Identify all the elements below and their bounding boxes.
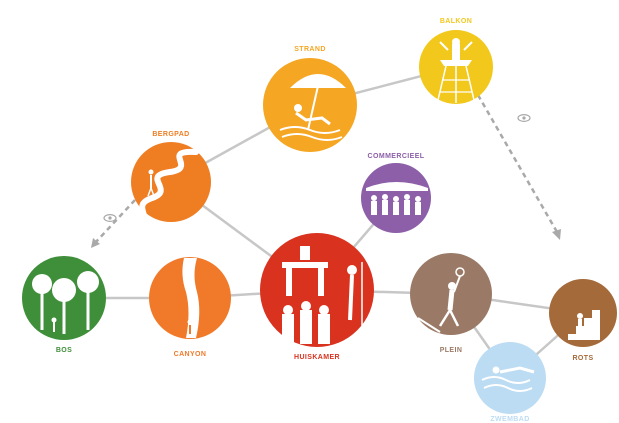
node-strand[interactable]: STRAND (263, 46, 357, 152)
node-label-zwembad: ZWEMBAD (490, 416, 529, 423)
node-label-bos: BOS (56, 347, 72, 354)
view-link-bergpad-bos (91, 199, 136, 248)
beach-umbrella-icon (279, 74, 346, 141)
node-rots[interactable]: ROTS (549, 279, 617, 362)
node-commercieel[interactable]: COMMERCIEEL (361, 153, 431, 233)
node-label-commercieel: COMMERCIEEL (368, 153, 425, 160)
shopping-crowd-icon (366, 182, 428, 215)
node-label-rots: ROTS (572, 355, 593, 362)
node-label-huiskamer: HUISKAMER (294, 354, 340, 361)
node-canyon[interactable]: CANYON (149, 257, 231, 358)
node-balkon[interactable]: BALKON (419, 18, 493, 104)
mountain-path-icon (139, 148, 199, 225)
node-label-canyon: CANYON (174, 351, 207, 358)
node-label-plein: PLEIN (440, 347, 463, 354)
lookout-tower-icon (437, 38, 475, 103)
node-bergpad[interactable]: BERGPAD (131, 131, 211, 225)
node-label-strand: STRAND (294, 46, 326, 53)
eye-icon (517, 113, 531, 123)
forest-icon (32, 271, 99, 334)
basketball-player-icon (417, 267, 465, 333)
node-plein[interactable]: PLEIN (410, 253, 492, 354)
node-zwembad[interactable]: ZWEMBAD (474, 342, 546, 423)
swimmer-icon (481, 366, 535, 392)
rock-stairs-icon (568, 310, 600, 340)
view-link-balkon-rots (476, 94, 561, 240)
canyon-icon (182, 258, 200, 338)
node-label-balkon: BALKON (440, 18, 472, 25)
eye-icon (103, 213, 117, 223)
living-room-icon (282, 246, 363, 344)
node-bos[interactable]: BOS (22, 256, 106, 354)
node-label-bergpad: BERGPAD (152, 131, 189, 138)
node-huiskamer[interactable]: HUISKAMER (260, 233, 374, 361)
